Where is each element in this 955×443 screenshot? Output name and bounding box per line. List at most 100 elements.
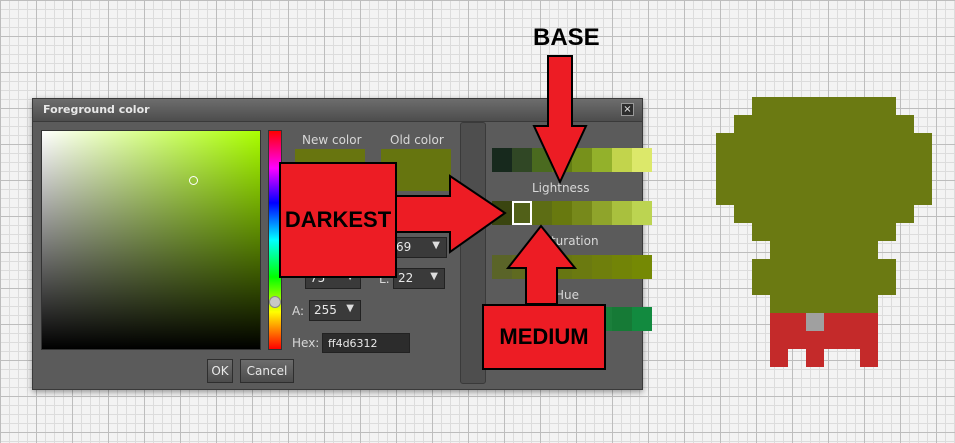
sprite-pixel [770, 331, 788, 349]
panel-splitter[interactable] [460, 122, 486, 384]
palette-chip[interactable] [532, 201, 552, 225]
sprite-pixel [752, 223, 770, 241]
sprite-pixel [752, 169, 770, 187]
sprite-pixel [860, 205, 878, 223]
old-color-label: Old color [390, 133, 444, 147]
sprite-pixel [842, 223, 860, 241]
alpha-select[interactable]: 255▼ [309, 300, 361, 321]
sprite-pixel [860, 187, 878, 205]
sprite-pixel [788, 313, 806, 331]
sprite-pixel [860, 295, 878, 313]
sprite-pixel [770, 241, 788, 259]
sprite-pixel [788, 187, 806, 205]
sprite-pixel [770, 187, 788, 205]
sprite-pixel [860, 115, 878, 133]
hex-input[interactable]: ff4d6312 [322, 333, 410, 353]
sprite-pixel [860, 241, 878, 259]
sprite-pixel [806, 331, 824, 349]
sprite-pixel [824, 115, 842, 133]
cancel-button[interactable]: Cancel [240, 359, 294, 383]
ok-button[interactable]: OK [207, 359, 233, 383]
sprite-pixel [716, 151, 734, 169]
sprite-pixel [860, 277, 878, 295]
sprite-pixel [770, 151, 788, 169]
palette-chip[interactable] [632, 201, 652, 225]
medium-arrow [505, 224, 578, 305]
sprite-pixel [824, 259, 842, 277]
sprite-pixel [788, 295, 806, 313]
new-color-label: New color [302, 133, 362, 147]
sprite-pixel [734, 133, 752, 151]
palette-chip[interactable] [572, 255, 592, 279]
field-2-value: 22 [398, 271, 414, 285]
sprite-pixel [806, 151, 824, 169]
palette-chip[interactable] [492, 148, 512, 172]
sprite-pixel [896, 115, 914, 133]
hue-label: Hue [555, 288, 580, 302]
sprite-pixel [770, 313, 788, 331]
sprite-pixel [716, 169, 734, 187]
palette-chip[interactable] [632, 255, 652, 279]
palette-chip[interactable] [592, 201, 612, 225]
sprite-pixel [788, 169, 806, 187]
saturation-value-square[interactable] [41, 130, 261, 350]
sprite-pixel [788, 133, 806, 151]
darkest-annotation: DARKEST [279, 162, 397, 278]
sprite-pixel [860, 97, 878, 115]
sprite-pixel [752, 115, 770, 133]
palette-chip[interactable] [572, 148, 592, 172]
sprite-pixel [806, 241, 824, 259]
sprite-pixel [878, 187, 896, 205]
sprite-pixel [770, 205, 788, 223]
sprite-pixel [788, 241, 806, 259]
sprite-pixel [878, 277, 896, 295]
palette-chip[interactable] [512, 201, 532, 225]
palette-chip[interactable] [572, 201, 592, 225]
palette-chip[interactable] [512, 148, 532, 172]
palette-chip[interactable] [592, 148, 612, 172]
sprite-pixel [806, 187, 824, 205]
sprite-pixel [842, 115, 860, 133]
palette-chip[interactable] [552, 201, 572, 225]
sprite-pixel [806, 223, 824, 241]
palette-chip[interactable] [612, 148, 632, 172]
medium-annotation: MEDIUM [482, 304, 606, 370]
lightness-label: Lightness [532, 181, 590, 195]
palette-chip[interactable] [632, 148, 652, 172]
sprite-pixel [842, 97, 860, 115]
chevron-down-icon: ▼ [432, 240, 440, 251]
field-select-2[interactable]: 22▼ [393, 268, 445, 289]
sprite-pixel [788, 115, 806, 133]
sprite-pixel [842, 259, 860, 277]
sprite-pixel [824, 151, 842, 169]
sprite-pixel [824, 97, 842, 115]
palette-chip[interactable] [492, 255, 512, 279]
sprite-pixel [878, 151, 896, 169]
sprite-pixel [860, 313, 878, 331]
palette-chip[interactable] [592, 255, 612, 279]
sprite-pixel [860, 331, 878, 349]
sprite-pixel [788, 331, 806, 349]
palette-chip[interactable] [612, 255, 632, 279]
palette-chip[interactable] [612, 307, 632, 331]
sv-cursor[interactable] [189, 176, 198, 185]
sprite-pixel [824, 223, 842, 241]
sprite-pixel [914, 133, 932, 151]
sprite-pixel [878, 223, 896, 241]
sprite-pixel [824, 133, 842, 151]
palette-chip[interactable] [632, 307, 652, 331]
sprite-pixel [860, 169, 878, 187]
sprite-pixel [878, 133, 896, 151]
sprite-pixel [842, 295, 860, 313]
palette-chip[interactable] [612, 201, 632, 225]
sprite-pixel [824, 187, 842, 205]
sprite-pixel [752, 205, 770, 223]
sprite-pixel [806, 169, 824, 187]
sprite-pixel [896, 169, 914, 187]
hue-slider-knob[interactable] [269, 296, 281, 308]
sprite-pixel [824, 169, 842, 187]
alpha-value: 255 [314, 303, 337, 317]
close-icon[interactable]: × [621, 103, 634, 116]
sprite-pixel [752, 277, 770, 295]
sprite-pixel [878, 205, 896, 223]
